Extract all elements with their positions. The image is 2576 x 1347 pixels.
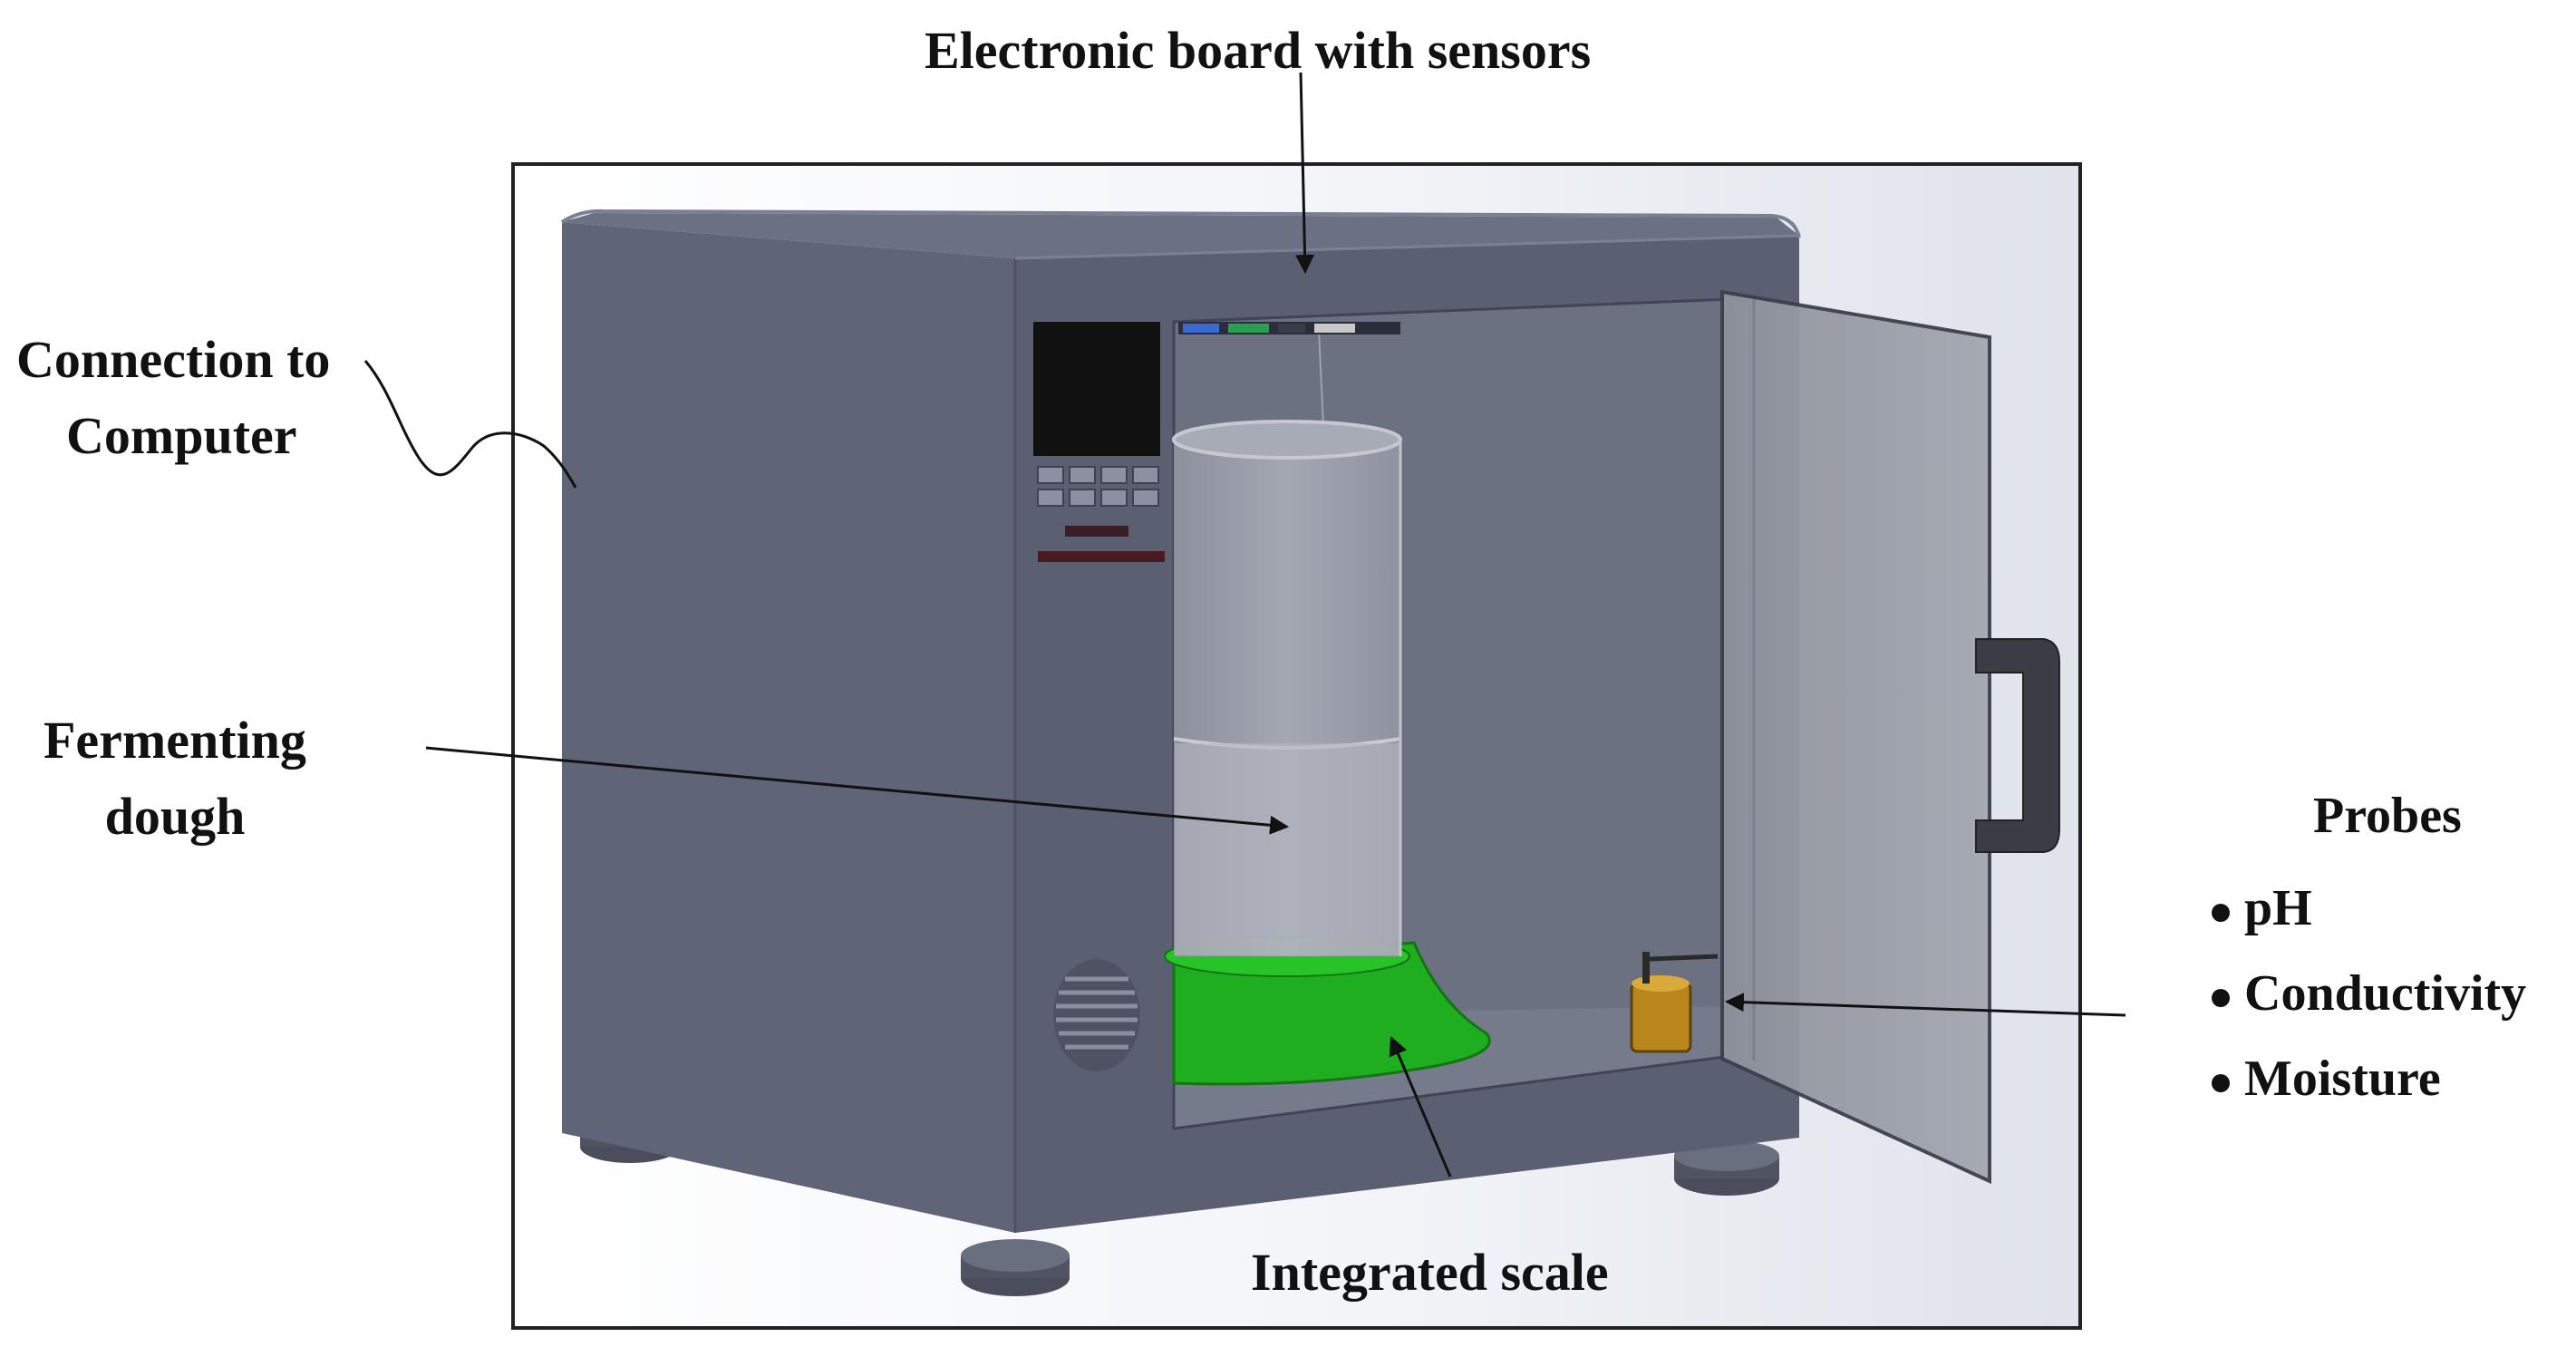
computer-cable [363,360,577,489]
arrow-probes [1724,993,2126,1017]
arrow-dough [425,746,1290,835]
bullet-icon [2212,989,2230,1008]
probes-title: Probes [2313,788,2462,844]
arrow-board [1295,72,1315,275]
label-dough-line2: dough [104,787,246,846]
label-connection-line2: Computer [66,406,297,465]
vent-grille [1053,959,1140,1071]
dough-jar [1172,420,1402,956]
bullet-icon [2212,1074,2230,1093]
cabinet-door [1720,289,1991,1185]
probe-item-ph: pH [2212,879,2526,937]
label-fermenting-dough: Fermenting dough [44,703,306,855]
probe-item-moisture: Moisture [2212,1050,2526,1108]
label-electronic-board: Electronic board with sensors [925,21,1592,80]
electronic-board [1178,322,1400,334]
integrated-scale [1172,941,1491,1086]
display-screen [1033,322,1160,456]
control-panel [1033,322,1165,562]
probe-sensor [1630,952,1719,1053]
label-dough-line1: Fermenting [44,711,306,770]
label-connection-line1: Connection to [16,330,331,389]
arrow-scale [1389,1036,1452,1177]
label-integrated-scale: Integrated scale [1251,1243,1609,1302]
probe-item-conductivity: Conductivity [2212,964,2526,1022]
door-handle [1975,638,2060,853]
bullet-icon [2212,904,2230,923]
label-connection-to-computer: Connection to Computer [16,322,330,474]
callout-arrows [425,72,2126,1177]
probes-list: Probes pH Conductivity Moisture [2212,787,2526,1135]
